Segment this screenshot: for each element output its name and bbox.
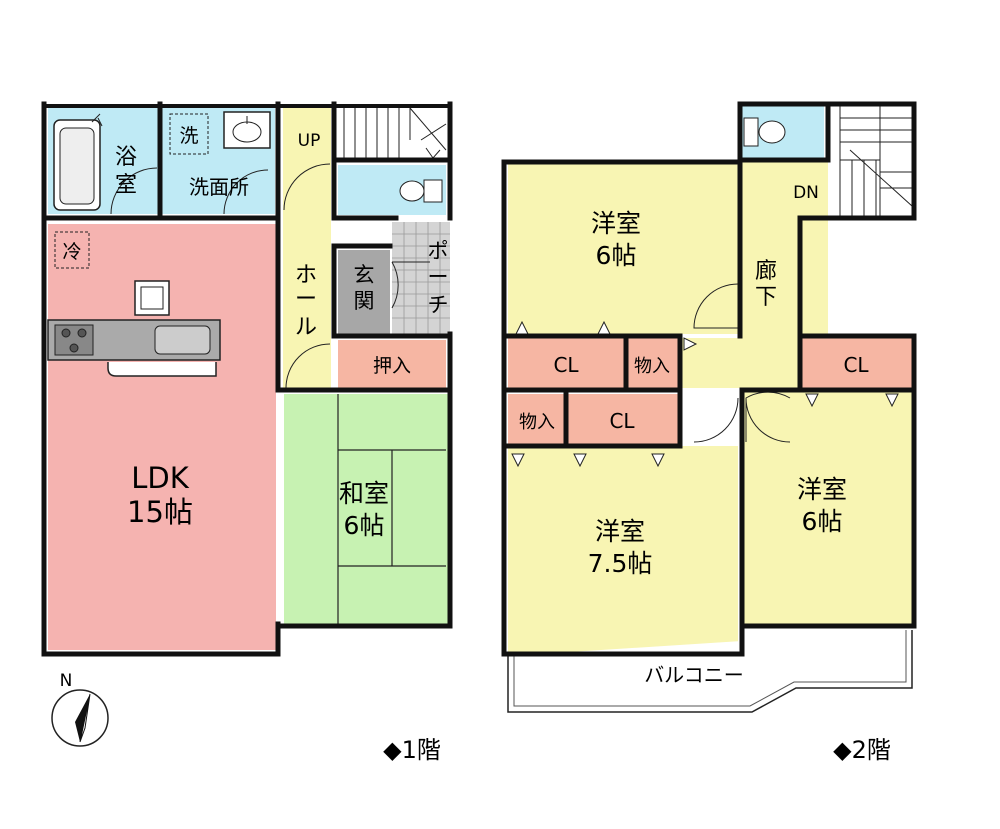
stairs-floor2 — [830, 106, 913, 216]
oshiire-label: 押入 — [373, 355, 411, 377]
corridor-label-2: 下 — [755, 285, 777, 310]
dn-label: DN — [793, 183, 819, 203]
compass-needle-icon — [75, 694, 90, 742]
oshiire-area — [338, 340, 446, 390]
compass: N — [51, 671, 109, 747]
balcony-rail — [513, 630, 907, 707]
washitsu-label-1: 和室 — [339, 479, 389, 508]
washer-label: 洗 — [179, 125, 198, 147]
toilet-floor1 — [399, 179, 443, 203]
tatami-lines — [337, 394, 446, 624]
compass-north-label: N — [60, 671, 73, 691]
floor2-caption: ◆2階 — [833, 736, 891, 764]
cl1-area — [508, 338, 624, 388]
floor-1: 浴 室 洗面所 洗 冷 UP ホ ー ル 玄 関 ポ ー チ 押入 和室 6帖 … — [41, 101, 453, 764]
floor1-caption: ◆1階 — [383, 736, 441, 764]
genkan-label-1: 玄 — [354, 263, 375, 287]
mono1-label: 物入 — [634, 356, 670, 377]
washroom-label: 洗面所 — [189, 175, 249, 199]
floor-2: 洋室 6帖 廊 下 DN CL 物入 物入 CL CL 洋室 7.5帖 洋室 6… — [501, 101, 917, 764]
porch-label-2: ー — [428, 265, 449, 289]
washer-space — [169, 113, 209, 155]
room-c-area — [742, 390, 912, 626]
cl3-label: CL — [843, 353, 869, 377]
balcony-outline — [507, 630, 913, 713]
room-b-label-2: 7.5帖 — [588, 549, 653, 578]
hall-label-3: ル — [295, 315, 317, 340]
mono1-area — [626, 338, 678, 388]
balcony-label: バルコニー — [644, 663, 744, 687]
closet-door-marks — [511, 320, 899, 468]
room-a-label-2: 6帖 — [596, 241, 637, 270]
up-label: UP — [298, 131, 321, 151]
kitchen-counter — [47, 280, 221, 377]
genkan-label-2: 関 — [354, 289, 375, 313]
hall-label-2: ー — [295, 287, 317, 312]
bath-label-1: 浴 — [115, 145, 137, 170]
room-b-label-1: 洋室 — [595, 517, 645, 546]
room-a-label-1: 洋室 — [591, 209, 641, 238]
labels-floor2: 洋室 6帖 廊 下 DN CL 物入 物入 CL CL 洋室 7.5帖 洋室 6… — [519, 183, 891, 764]
mono2-area — [508, 394, 564, 444]
fridge-label: 冷 — [62, 241, 81, 263]
room-b-area — [508, 446, 738, 652]
mono2-label: 物入 — [519, 412, 555, 433]
room-c-label-2: 6帖 — [802, 507, 843, 536]
porch-label-3: チ — [428, 293, 449, 317]
stairs-floor1 — [343, 107, 447, 160]
cl2-area — [566, 394, 678, 444]
bath-label-2: 室 — [115, 173, 137, 198]
washitsu-area — [284, 394, 448, 624]
genkan-area — [338, 250, 390, 334]
bathtub — [53, 113, 103, 211]
porch-label-1: ポ — [428, 239, 449, 263]
hall-label-1: ホ — [295, 263, 317, 288]
porch-tile-grid — [392, 222, 450, 334]
compass-needle-outline — [79, 693, 91, 743]
ldk-label-1: LDK — [131, 461, 189, 495]
cl2-label: CL — [609, 409, 635, 433]
door-swings-floor1 — [110, 163, 430, 389]
hall-area — [283, 108, 331, 388]
corridor-label-1: 廊 — [755, 259, 777, 284]
stair-area — [335, 108, 446, 160]
labels-floor1: 浴 室 洗面所 洗 冷 UP ホ ー ル 玄 関 ポ ー チ 押入 和室 6帖 … — [62, 125, 448, 764]
fridge-space — [54, 231, 90, 269]
walls-floor1 — [41, 101, 453, 657]
door-swings-floor2 — [693, 283, 791, 443]
ldk-label-2: 15帖 — [127, 495, 193, 529]
wash-basin — [223, 111, 271, 149]
room-c-label-1: 洋室 — [797, 475, 847, 504]
cl1-label: CL — [553, 353, 579, 377]
walls-floor2 — [501, 101, 917, 657]
cl3-area — [802, 338, 912, 388]
washitsu-label-2: 6帖 — [344, 511, 385, 540]
